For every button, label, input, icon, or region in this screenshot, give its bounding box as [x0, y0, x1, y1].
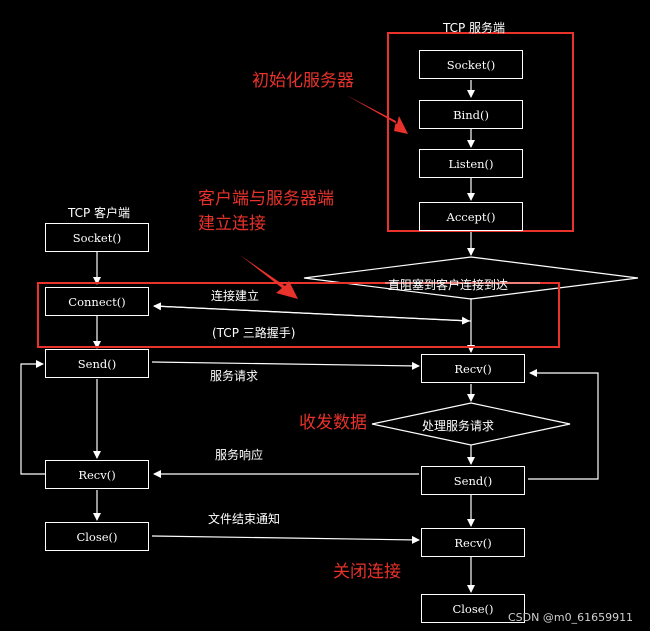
diamond-process	[371, 402, 571, 446]
annot-close: 关闭连接	[333, 562, 401, 582]
annot-data-exchange: 收发数据	[299, 413, 367, 433]
client-recv-box: Recv()	[45, 460, 149, 489]
client-socket-box: Socket()	[45, 223, 149, 252]
msg-request-label: 服务请求	[210, 369, 259, 383]
client-header: TCP 客户端	[68, 206, 131, 220]
client-close-box: Close()	[45, 522, 149, 551]
server-bind-box: Bind()	[419, 100, 523, 129]
client-loop	[20, 360, 45, 475]
server-init-highlight	[387, 32, 574, 232]
server-close-box: Close()	[421, 594, 525, 623]
server-recv2-box: Recv()	[421, 528, 525, 557]
annot-init-server: 初始化服务器	[252, 71, 354, 91]
msg-response-label: 服务响应	[215, 448, 264, 462]
msg-close-to-recv	[151, 535, 420, 544]
msg-connect-label: 连接建立	[211, 289, 260, 303]
red-arrow-init	[346, 95, 408, 134]
msg-handshake-label: (TCP 三路握手)	[212, 326, 296, 340]
client-connect-box: Connect()	[45, 287, 149, 316]
server-socket-box: Socket()	[419, 50, 523, 79]
diamond-block-wait	[303, 256, 639, 300]
diamond-block-label: 直阻塞到客户连接到达	[388, 278, 509, 292]
server-loop	[528, 369, 599, 480]
msg-connect-to-server	[153, 305, 470, 325]
red-arrow-connect	[240, 255, 298, 299]
server-recv-box: Recv()	[421, 354, 525, 383]
server-accept-box: Accept()	[419, 202, 523, 231]
diamond-process-label: 处理服务请求	[422, 419, 495, 433]
client-send-box: Send()	[45, 349, 149, 378]
server-listen-box: Listen()	[419, 149, 523, 178]
server-header: TCP 服务端	[443, 21, 506, 35]
server-send-box: Send()	[421, 466, 525, 495]
msg-send-to-recv	[151, 361, 420, 370]
connect-highlight	[37, 282, 560, 348]
msg-eof-label: 文件结束通知	[208, 512, 281, 526]
annot-connect-line2: 建立连接	[198, 214, 266, 234]
watermark: CSDN @m0_61659911	[508, 611, 634, 624]
annot-connect-line1: 客户端与服务器端	[198, 189, 334, 209]
